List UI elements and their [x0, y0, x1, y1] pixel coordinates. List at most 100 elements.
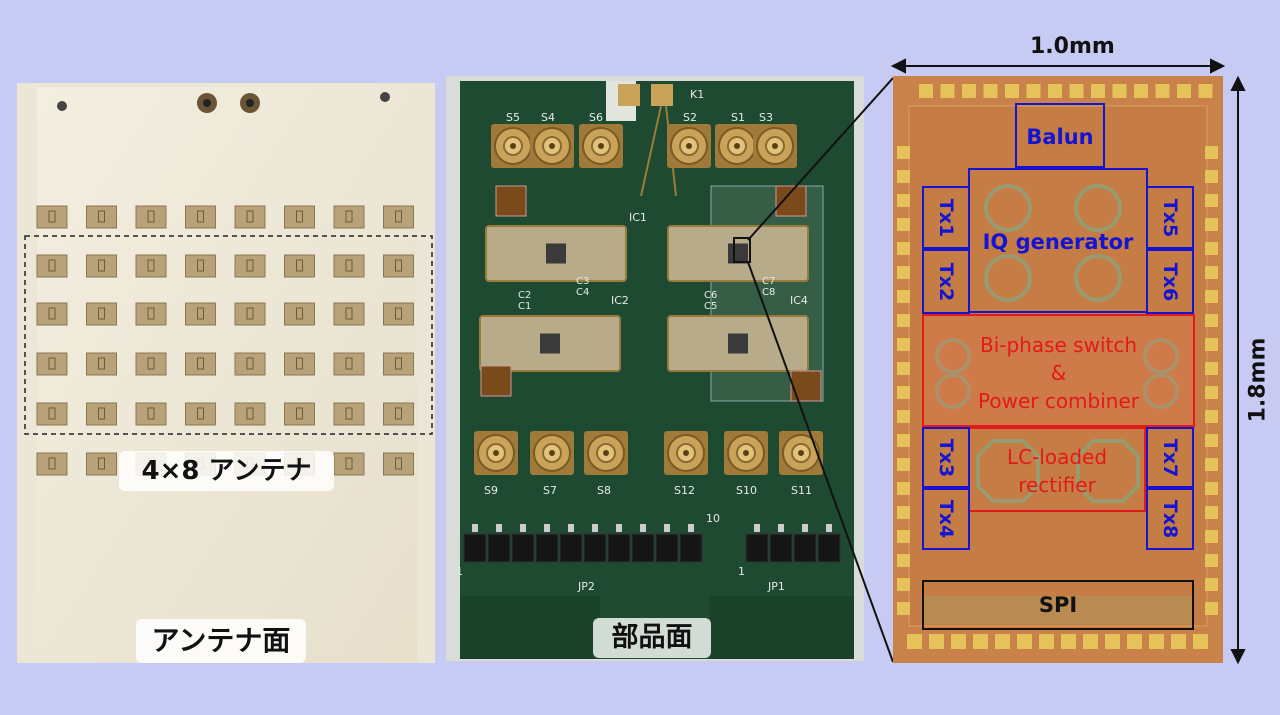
tx6-block: Tx6	[1146, 249, 1194, 314]
bond-pad	[897, 530, 910, 543]
shield-pad	[495, 185, 527, 217]
bond-pad	[897, 458, 910, 471]
tx2-block: Tx2	[922, 249, 970, 314]
bond-pad	[897, 434, 910, 447]
header-pin-tip	[616, 524, 622, 532]
bond-pad	[1205, 554, 1218, 567]
antenna-patch	[383, 402, 414, 426]
bond-pad	[1205, 218, 1218, 231]
bond-pad	[1205, 530, 1218, 543]
antenna-patch	[135, 302, 167, 326]
antenna-patch	[284, 302, 315, 326]
port-s2: S2	[683, 111, 697, 124]
port-s4: S4	[541, 111, 555, 124]
bond-pad	[897, 338, 910, 351]
antenna-patch	[234, 254, 266, 278]
port-s6: S6	[589, 111, 603, 124]
bond-pad	[1155, 84, 1170, 98]
bond-pad	[1193, 634, 1208, 649]
bond-pad	[1205, 578, 1218, 591]
header-pin-tip	[544, 524, 550, 532]
cap-c7: C7	[762, 276, 775, 287]
port-s9: S9	[484, 484, 498, 497]
header-pin	[793, 533, 817, 563]
antenna-patch	[185, 402, 216, 426]
tx3-block: Tx3	[922, 427, 970, 488]
port-s12: S12	[674, 484, 695, 497]
antenna-patch	[86, 452, 117, 476]
antenna-patch	[135, 352, 167, 376]
header-pin-tip	[496, 524, 502, 532]
bond-pad	[1205, 362, 1218, 375]
antenna-patch	[333, 254, 365, 278]
antenna-patch	[234, 205, 266, 229]
k1-label: K1	[690, 88, 704, 101]
antenna-patch	[234, 302, 266, 326]
ic-pads	[479, 185, 822, 402]
bond-pad	[951, 634, 966, 649]
biphase-power-combiner-block: Bi-phase switch & Power combiner	[922, 314, 1195, 427]
antenna-patch	[36, 254, 68, 278]
antenna-patch	[36, 452, 68, 476]
bond-pad	[1048, 84, 1062, 98]
spi-block: SPI	[922, 580, 1194, 630]
jp2-label: JP2	[577, 580, 595, 593]
component-board-photo: K1 S5 S4 S6 S2 S1 S3 IC1 IC2 IC4 C3 C4 C…	[446, 76, 864, 661]
header-pin	[535, 533, 559, 563]
header-pin-tip	[592, 524, 598, 532]
bond-pad	[1105, 634, 1120, 649]
lc-rectifier-block: LC-loaded rectifier	[968, 427, 1146, 512]
balun-block: Balun	[1015, 103, 1105, 168]
antenna-patches	[36, 205, 414, 476]
antenna-patch	[135, 254, 167, 278]
bond-pad	[897, 362, 910, 375]
bond-pad	[1205, 458, 1218, 471]
bond-pad	[1205, 194, 1218, 207]
antenna-patch	[284, 205, 315, 229]
cap-c4: C4	[576, 287, 589, 298]
antenna-patch	[234, 352, 266, 376]
header-pin-tip	[778, 524, 784, 532]
bond-pad	[897, 410, 910, 423]
coax-connector	[579, 124, 623, 168]
header-pin-tip	[688, 524, 694, 532]
antenna-side-label: アンテナ面	[136, 619, 306, 663]
bond-pad	[995, 634, 1010, 649]
antenna-patch	[185, 302, 216, 326]
bond-pad	[929, 634, 944, 649]
antenna-patch	[234, 402, 266, 426]
bond-pad	[897, 218, 910, 231]
port-s1: S1	[731, 111, 745, 124]
height-dimension-label: 1.8mm	[1245, 337, 1271, 423]
antenna-patch	[36, 205, 68, 229]
lc-line2: rectifier	[1018, 473, 1096, 497]
bond-pad	[1205, 170, 1218, 183]
tx7-block: Tx7	[1146, 427, 1194, 488]
header-pin-tip	[520, 524, 526, 532]
header-pin	[511, 533, 535, 563]
antenna-patch	[383, 452, 414, 476]
antenna-patch	[36, 352, 68, 376]
ic-pad-region	[479, 315, 621, 372]
header-pin-tip	[472, 524, 478, 532]
bond-pad	[1026, 84, 1041, 98]
antenna-patch	[86, 254, 117, 278]
bond-pad	[1134, 84, 1148, 98]
antenna-patch	[185, 352, 216, 376]
antenna-patch	[383, 352, 414, 376]
tx8-block: Tx8	[1146, 488, 1194, 550]
antenna-patch	[36, 302, 68, 326]
bond-pad	[1039, 634, 1054, 649]
bond-pad	[1083, 634, 1098, 649]
bond-pad	[897, 554, 910, 567]
jp2-pin1-label: 1	[456, 565, 463, 578]
bond-pads	[897, 84, 1218, 649]
cap-c5: C5	[704, 301, 717, 312]
header-pin-tip	[640, 524, 646, 532]
antenna-patch	[185, 205, 216, 229]
coax-connector	[530, 124, 574, 168]
antenna-patch	[383, 205, 414, 229]
jp2-pin10-label: 10	[706, 512, 720, 525]
bond-pad	[1205, 482, 1218, 495]
header-pin-tip	[826, 524, 832, 532]
